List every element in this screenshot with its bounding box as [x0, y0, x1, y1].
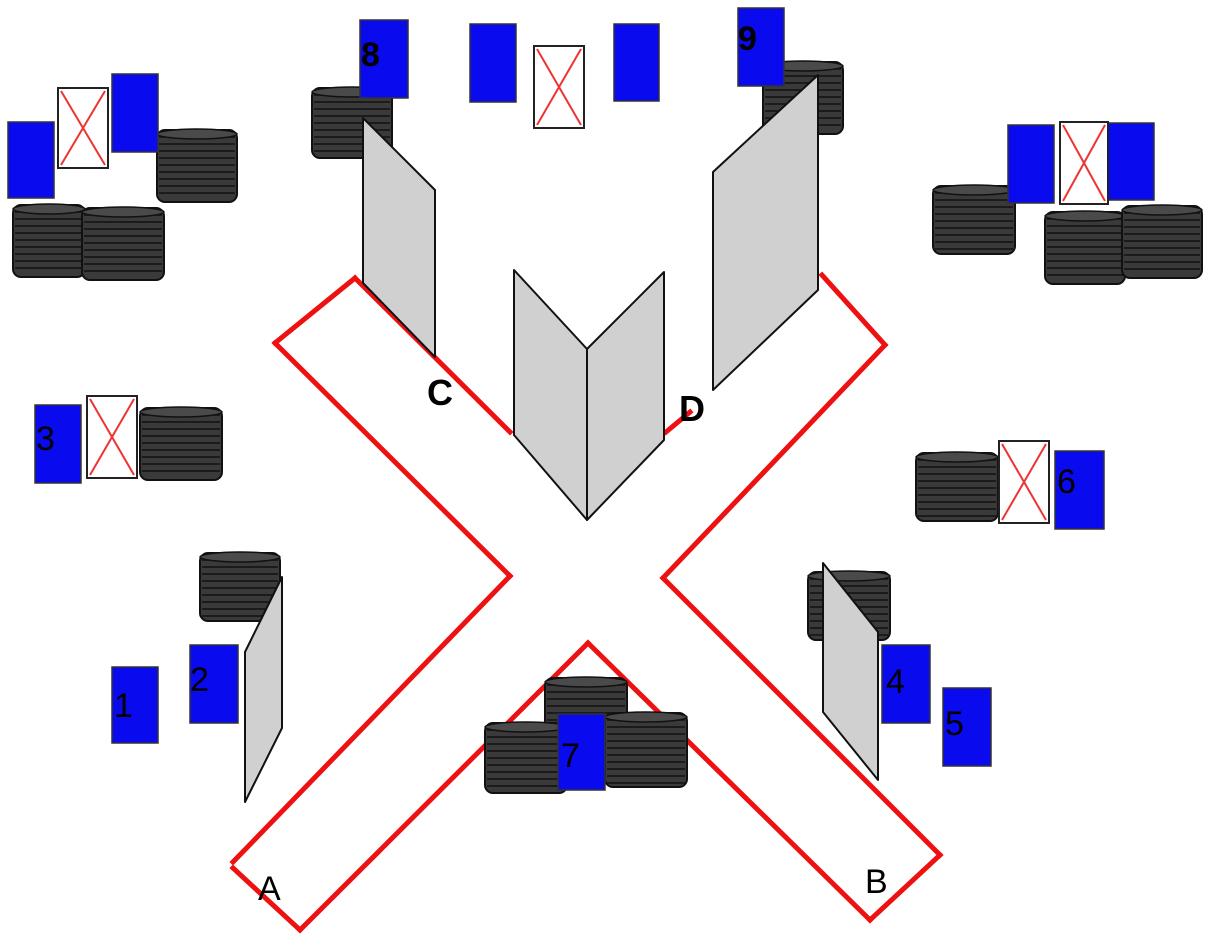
- tire-stack: [156, 128, 238, 203]
- crossroad-track: [229, 271, 944, 934]
- blue-box: [737, 7, 785, 87]
- tire-stack: [1121, 204, 1203, 279]
- barrier-panel: [822, 562, 879, 781]
- road-label-d: D: [679, 388, 705, 429]
- blue-box: [7, 121, 55, 199]
- crossed-box: [998, 440, 1050, 524]
- blue-box: [613, 23, 660, 102]
- road-edge: [229, 864, 304, 934]
- barrier-panel: [712, 74, 819, 391]
- tire-stack: [1044, 210, 1126, 285]
- road-edge: [271, 274, 359, 347]
- blue-box: [1007, 124, 1055, 204]
- blue-box: [881, 644, 931, 724]
- blue-box: [189, 644, 239, 724]
- road-edge: [271, 339, 514, 580]
- position-number-3: 3: [36, 420, 55, 458]
- position-boxes: [7, 7, 1155, 791]
- crossed-box: [57, 87, 109, 169]
- road-edge: [584, 639, 874, 924]
- tire-stack: [81, 206, 165, 281]
- road-edge: [296, 639, 592, 934]
- tire-stack: [12, 203, 86, 278]
- position-number-5: 5: [945, 705, 964, 743]
- barrier-panel: [244, 576, 283, 803]
- position-number-6: 6: [1057, 463, 1076, 501]
- blue-box: [111, 666, 159, 744]
- road-edge: [659, 341, 889, 582]
- tire-stack: [484, 721, 568, 794]
- blue-box: [1107, 122, 1155, 201]
- crossed-box: [533, 45, 585, 129]
- tire-stack: [915, 451, 999, 522]
- position-number-2: 2: [190, 661, 209, 699]
- blue-box: [557, 713, 606, 791]
- road-label-c: C: [427, 372, 453, 413]
- position-number-1: 1: [114, 687, 133, 725]
- tire-stack: [199, 551, 281, 622]
- barrier-panel: [513, 269, 588, 521]
- position-number-9: 9: [738, 20, 757, 58]
- crossed-box: [1059, 121, 1109, 205]
- barrier-panels: [244, 74, 879, 803]
- blue-box: [1054, 450, 1105, 530]
- road-edge: [659, 574, 944, 859]
- road-edge: [866, 851, 944, 924]
- crossed-box: [86, 395, 138, 479]
- road-edge: [662, 408, 694, 436]
- barrier-panel: [586, 271, 665, 521]
- tire-stack: [139, 406, 223, 481]
- blue-box: [359, 19, 409, 99]
- position-number-4: 4: [886, 663, 905, 701]
- blue-box: [942, 687, 992, 767]
- position-number-8: 8: [361, 36, 380, 74]
- barrier-panel: [362, 117, 436, 358]
- road-edge: [818, 271, 889, 349]
- road-edge: [229, 572, 514, 866]
- position-number-7: 7: [561, 737, 580, 775]
- tire-stack: [932, 184, 1016, 255]
- tire-stack: [604, 711, 688, 788]
- road-label-a: A: [258, 870, 281, 908]
- blue-box: [469, 23, 517, 103]
- blue-box: [111, 73, 159, 153]
- blue-box: [34, 404, 82, 484]
- road-label-b: B: [865, 863, 888, 901]
